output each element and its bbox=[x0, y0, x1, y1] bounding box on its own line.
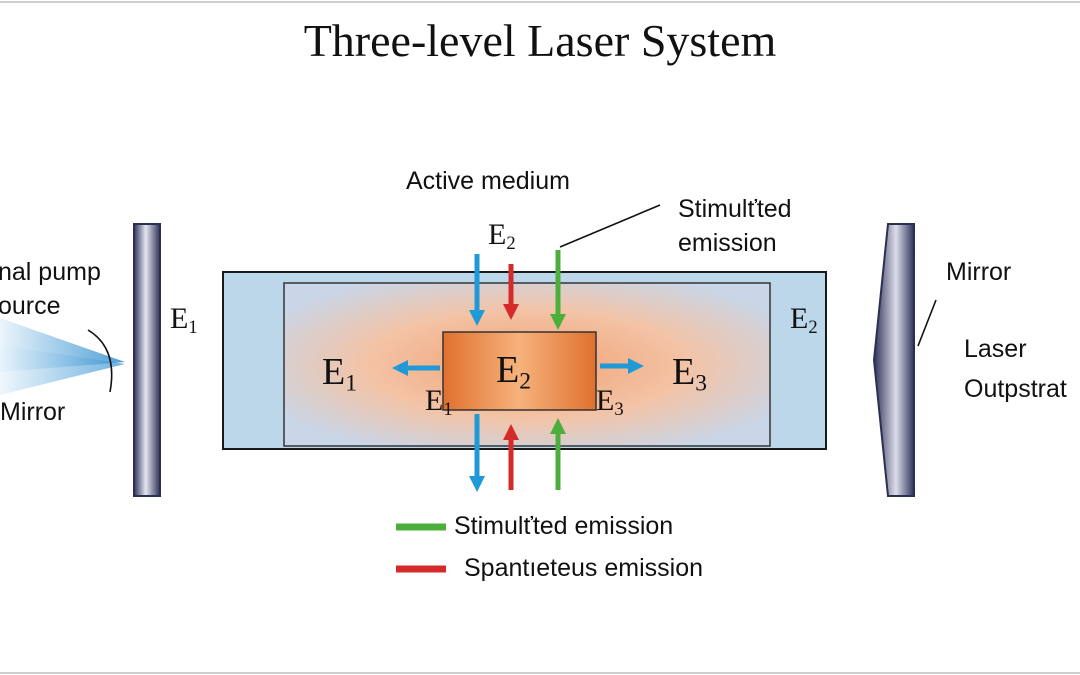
pump-source-label-line2: ource bbox=[0, 292, 61, 320]
pump-source-label-line1: nal pump bbox=[0, 258, 101, 286]
level-e2-center: E2 bbox=[496, 349, 531, 395]
level-e1-beam: E1 bbox=[170, 302, 198, 339]
level-e2-beam: E2 bbox=[790, 302, 818, 339]
legend-stimulated-label: Stimulťted emission bbox=[454, 512, 674, 540]
legend-spontaneous-label: Spantıeteus emission bbox=[464, 554, 704, 582]
stimulated-emission-label-line1: Stimulťted bbox=[678, 195, 792, 223]
excited-core bbox=[442, 331, 597, 411]
stimulated-emission-label-line2: emission bbox=[678, 229, 777, 257]
level-e2-top: E2 bbox=[488, 218, 516, 255]
right-mirror bbox=[872, 223, 915, 497]
laser-output-label-line2: Outpstrat bbox=[964, 375, 1067, 403]
left-mirror bbox=[133, 223, 161, 497]
stimulated-leader-line bbox=[559, 204, 661, 248]
level-e3-lower: E3 bbox=[596, 384, 624, 421]
level-e3-medium: E3 bbox=[672, 351, 707, 397]
left-mirror-label: Mirror bbox=[0, 398, 66, 426]
level-e1-medium: E1 bbox=[322, 351, 357, 397]
diagram-title: Three-level Laser System bbox=[303, 15, 777, 66]
right-mirror-label: Mirror bbox=[946, 258, 1012, 286]
right-mirror-leader bbox=[917, 299, 937, 347]
laser-output-label-line1: Laser bbox=[964, 335, 1027, 363]
active-medium-label: Active medium bbox=[406, 167, 570, 195]
pump-source-beam bbox=[0, 318, 125, 395]
level-e1-lower: E1 bbox=[425, 384, 453, 421]
